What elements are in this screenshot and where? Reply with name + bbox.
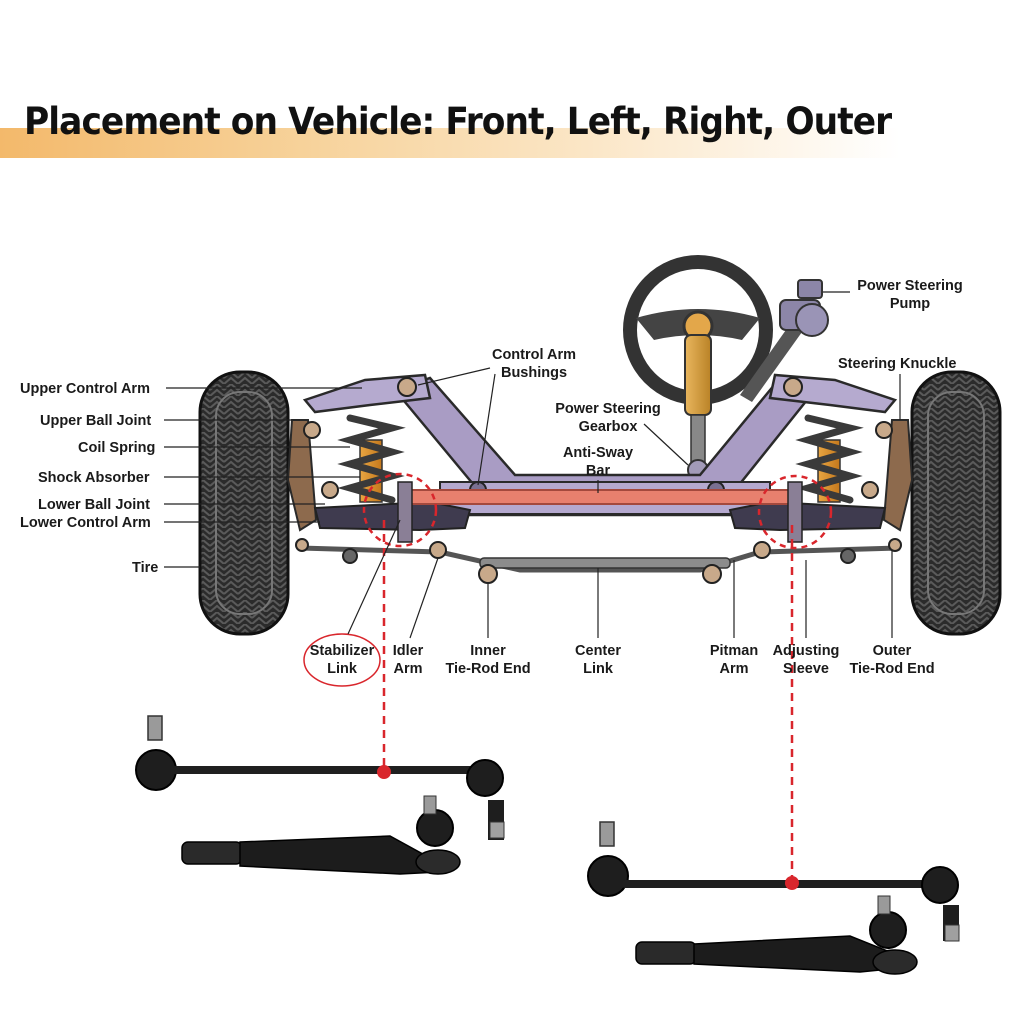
product-tie-rod-end-left [181, 795, 461, 875]
label-center-link-1: Center [575, 643, 621, 659]
stabilizer-link-right [787, 481, 803, 543]
highlight-circle-left [362, 472, 438, 548]
product-tie-rod-end-right [635, 895, 918, 975]
label-adjusting-sleeve-2: Sleeve [783, 661, 829, 677]
label-control-arm-bushings-1: Control Arm [492, 347, 576, 363]
upper-ball-joint-right [875, 421, 893, 439]
product-stabilizer-link-right [587, 821, 960, 942]
label-power-steering-gearbox-2: Gearbox [579, 419, 638, 435]
steering-column [684, 334, 712, 481]
label-stabilizer-link-1: Stabilizer [310, 643, 375, 659]
label-outer-tie-rod-end-2: Tie-Rod End [849, 661, 934, 677]
label-idler-arm-1: Idler [393, 643, 424, 659]
highlight-circle-right [757, 474, 833, 550]
title-highlight-band [0, 128, 900, 158]
label-stabilizer-link-2: Link [327, 661, 358, 677]
right-tire [910, 370, 1002, 636]
label-idler-arm-2: Arm [393, 661, 422, 677]
label-anti-sway-bar-2: Bar [586, 463, 611, 479]
left-tire [198, 370, 290, 636]
label-steering-knuckle: Steering Knuckle [838, 356, 956, 372]
marker-dot-right [785, 876, 799, 890]
label-power-steering-pump-1: Power Steering [857, 278, 963, 294]
label-anti-sway-bar-1: Anti-Sway [563, 445, 633, 461]
label-pitman-arm-2: Arm [719, 661, 748, 677]
label-power-steering-gearbox-1: Power Steering [555, 401, 661, 417]
label-tire: Tire [132, 560, 158, 576]
steering-knuckle-right [882, 419, 914, 532]
label-inner-tie-rod-end-1: Inner [470, 643, 506, 659]
label-center-link-2: Link [583, 661, 614, 677]
stabilizer-label-circle [303, 633, 381, 687]
product-stabilizer-link-left [135, 715, 505, 840]
coil-spring-right [795, 414, 864, 504]
label-outer-tie-rod-end-1: Outer [873, 643, 912, 659]
label-lower-ball-joint: Lower Ball Joint [38, 497, 150, 513]
upper-ball-joint-left [303, 421, 321, 439]
label-inner-tie-rod-end-2: Tie-Rod End [445, 661, 530, 677]
marker-dot-left [377, 765, 391, 779]
stabilizer-link-left [397, 481, 413, 543]
coil-spring-left [337, 414, 406, 504]
label-shock-absorber: Shock Absorber [38, 470, 150, 486]
upper-control-arm-left [302, 373, 432, 414]
label-control-arm-bushings-2: Bushings [501, 365, 567, 381]
label-lower-control-arm: Lower Control Arm [20, 515, 151, 531]
label-coil-spring: Coil Spring [78, 440, 155, 456]
label-adjusting-sleeve-1: Adjusting [773, 643, 840, 659]
label-upper-control-arm: Upper Control Arm [20, 381, 150, 397]
label-power-steering-pump-2: Pump [890, 296, 930, 312]
page-title: Placement on Vehicle: Front, Left, Right… [24, 100, 892, 143]
upper-control-arm-right [768, 373, 898, 414]
label-upper-ball-joint: Upper Ball Joint [40, 413, 151, 429]
label-pitman-arm-1: Pitman [710, 643, 758, 659]
power-steering-pump [740, 279, 829, 402]
